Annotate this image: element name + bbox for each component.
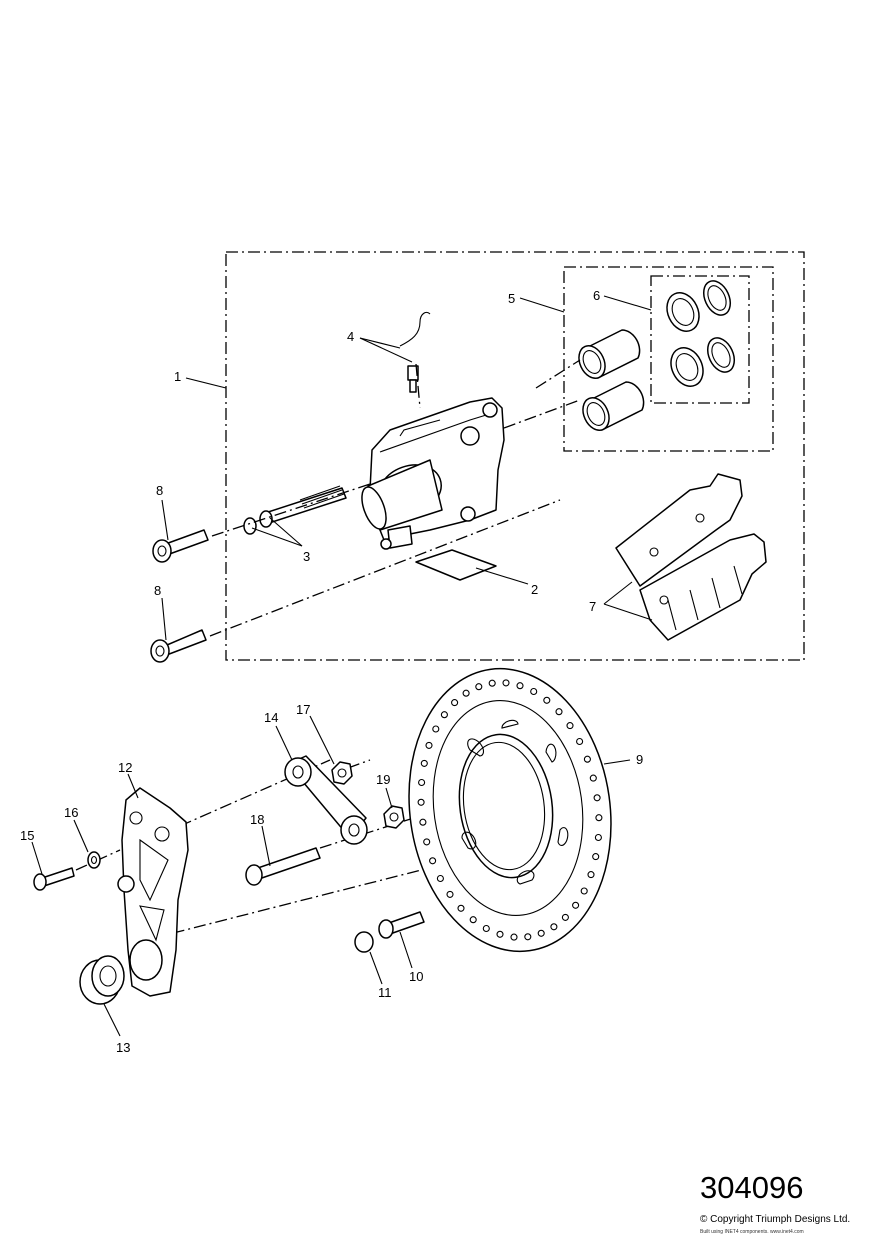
callout-19: 19 bbox=[376, 772, 390, 787]
brake-caliper-body bbox=[361, 397, 505, 550]
disc-hole bbox=[583, 755, 591, 763]
bolt-18 bbox=[245, 847, 321, 886]
disc-hole bbox=[425, 741, 433, 749]
disc-hole bbox=[580, 887, 588, 895]
disc-hole bbox=[420, 759, 428, 767]
piston-seals bbox=[666, 280, 736, 387]
disc-hole bbox=[510, 933, 518, 941]
callout-15: 15 bbox=[20, 828, 34, 843]
disc-hole bbox=[550, 923, 558, 931]
seal-kit-boundary bbox=[650, 275, 750, 404]
disc-hole bbox=[482, 924, 490, 933]
disc-hole bbox=[451, 699, 459, 707]
disc-hole bbox=[469, 916, 477, 924]
callout-10: 10 bbox=[409, 969, 423, 984]
disc-hole bbox=[543, 696, 551, 704]
disc-hole bbox=[440, 711, 448, 719]
slide-pins bbox=[243, 485, 347, 535]
callout-2: 2 bbox=[531, 582, 538, 597]
bolt-10-and-cap-11 bbox=[354, 911, 425, 953]
callout-16: 16 bbox=[64, 805, 78, 820]
pistons bbox=[578, 329, 645, 431]
diagram-reference-number: 304096 bbox=[700, 1170, 804, 1205]
disc-hole bbox=[594, 833, 602, 842]
callout-3: 3 bbox=[303, 549, 310, 564]
callout-labels: 1 2 3 4 5 6 7 8 8 9 10 11 12 13 14 15 16… bbox=[20, 288, 643, 1055]
callout-11: 11 bbox=[378, 985, 392, 1000]
callout-14: 14 bbox=[264, 710, 278, 725]
bleed-nipple bbox=[399, 311, 431, 393]
disc-hole bbox=[475, 683, 483, 691]
disc-hole bbox=[436, 874, 444, 883]
disc-hole bbox=[592, 853, 600, 861]
callout-7: 7 bbox=[589, 599, 596, 614]
disc-hole bbox=[516, 682, 524, 690]
caliper-assembly-boundary bbox=[225, 251, 805, 661]
disc-hole bbox=[496, 930, 504, 938]
callout-6: 6 bbox=[593, 288, 600, 303]
disc-hole bbox=[595, 814, 603, 822]
disc-hole bbox=[537, 929, 545, 937]
leader-lines bbox=[31, 295, 653, 1037]
brake-pads bbox=[615, 473, 767, 641]
disc-hole bbox=[587, 871, 595, 879]
caliper-bolts bbox=[150, 529, 209, 663]
disc-hole bbox=[593, 794, 601, 802]
disc-hole bbox=[446, 890, 454, 898]
callout-12: 12 bbox=[118, 760, 132, 775]
callout-9: 9 bbox=[636, 752, 643, 767]
disc-hole bbox=[423, 838, 431, 846]
disc-hole bbox=[429, 857, 437, 865]
disc-hole bbox=[488, 679, 496, 687]
callout-8-lower: 8 bbox=[154, 583, 161, 598]
disc-hole bbox=[418, 778, 426, 787]
disc-hole bbox=[555, 708, 563, 716]
nuts bbox=[331, 761, 405, 829]
callout-18: 18 bbox=[250, 812, 264, 827]
disc-hole bbox=[419, 818, 427, 826]
disc-hole bbox=[566, 722, 574, 730]
pad-spring-clip bbox=[415, 549, 497, 581]
brake-disc bbox=[408, 667, 612, 953]
callout-8-upper: 8 bbox=[156, 483, 163, 498]
disc-hole bbox=[530, 687, 538, 696]
callout-13: 13 bbox=[116, 1040, 130, 1055]
disc-hole bbox=[417, 798, 425, 806]
spacer bbox=[79, 955, 125, 1005]
bolt-15-and-washer-16 bbox=[33, 851, 101, 891]
disc-hole bbox=[524, 933, 532, 941]
disc-hole bbox=[576, 737, 584, 746]
disc-hole bbox=[572, 901, 580, 909]
callout-5: 5 bbox=[508, 291, 515, 306]
disc-hole bbox=[589, 774, 597, 782]
caliper-bracket bbox=[117, 787, 189, 997]
disc-hole bbox=[432, 725, 440, 733]
copyright-notice: © Copyright Triumph Designs Ltd. bbox=[700, 1214, 851, 1225]
callout-17: 17 bbox=[296, 702, 310, 717]
disc-hole bbox=[462, 689, 470, 697]
torque-arm bbox=[284, 755, 368, 845]
disc-hole bbox=[457, 904, 465, 912]
callout-1: 1 bbox=[174, 369, 181, 384]
callout-4: 4 bbox=[347, 329, 354, 344]
disc-hole bbox=[561, 913, 569, 921]
piston-kit-boundary bbox=[563, 266, 774, 452]
credit-line: Built using INET4 components. www.inet4.… bbox=[700, 1229, 804, 1235]
disc-hole bbox=[502, 679, 510, 687]
